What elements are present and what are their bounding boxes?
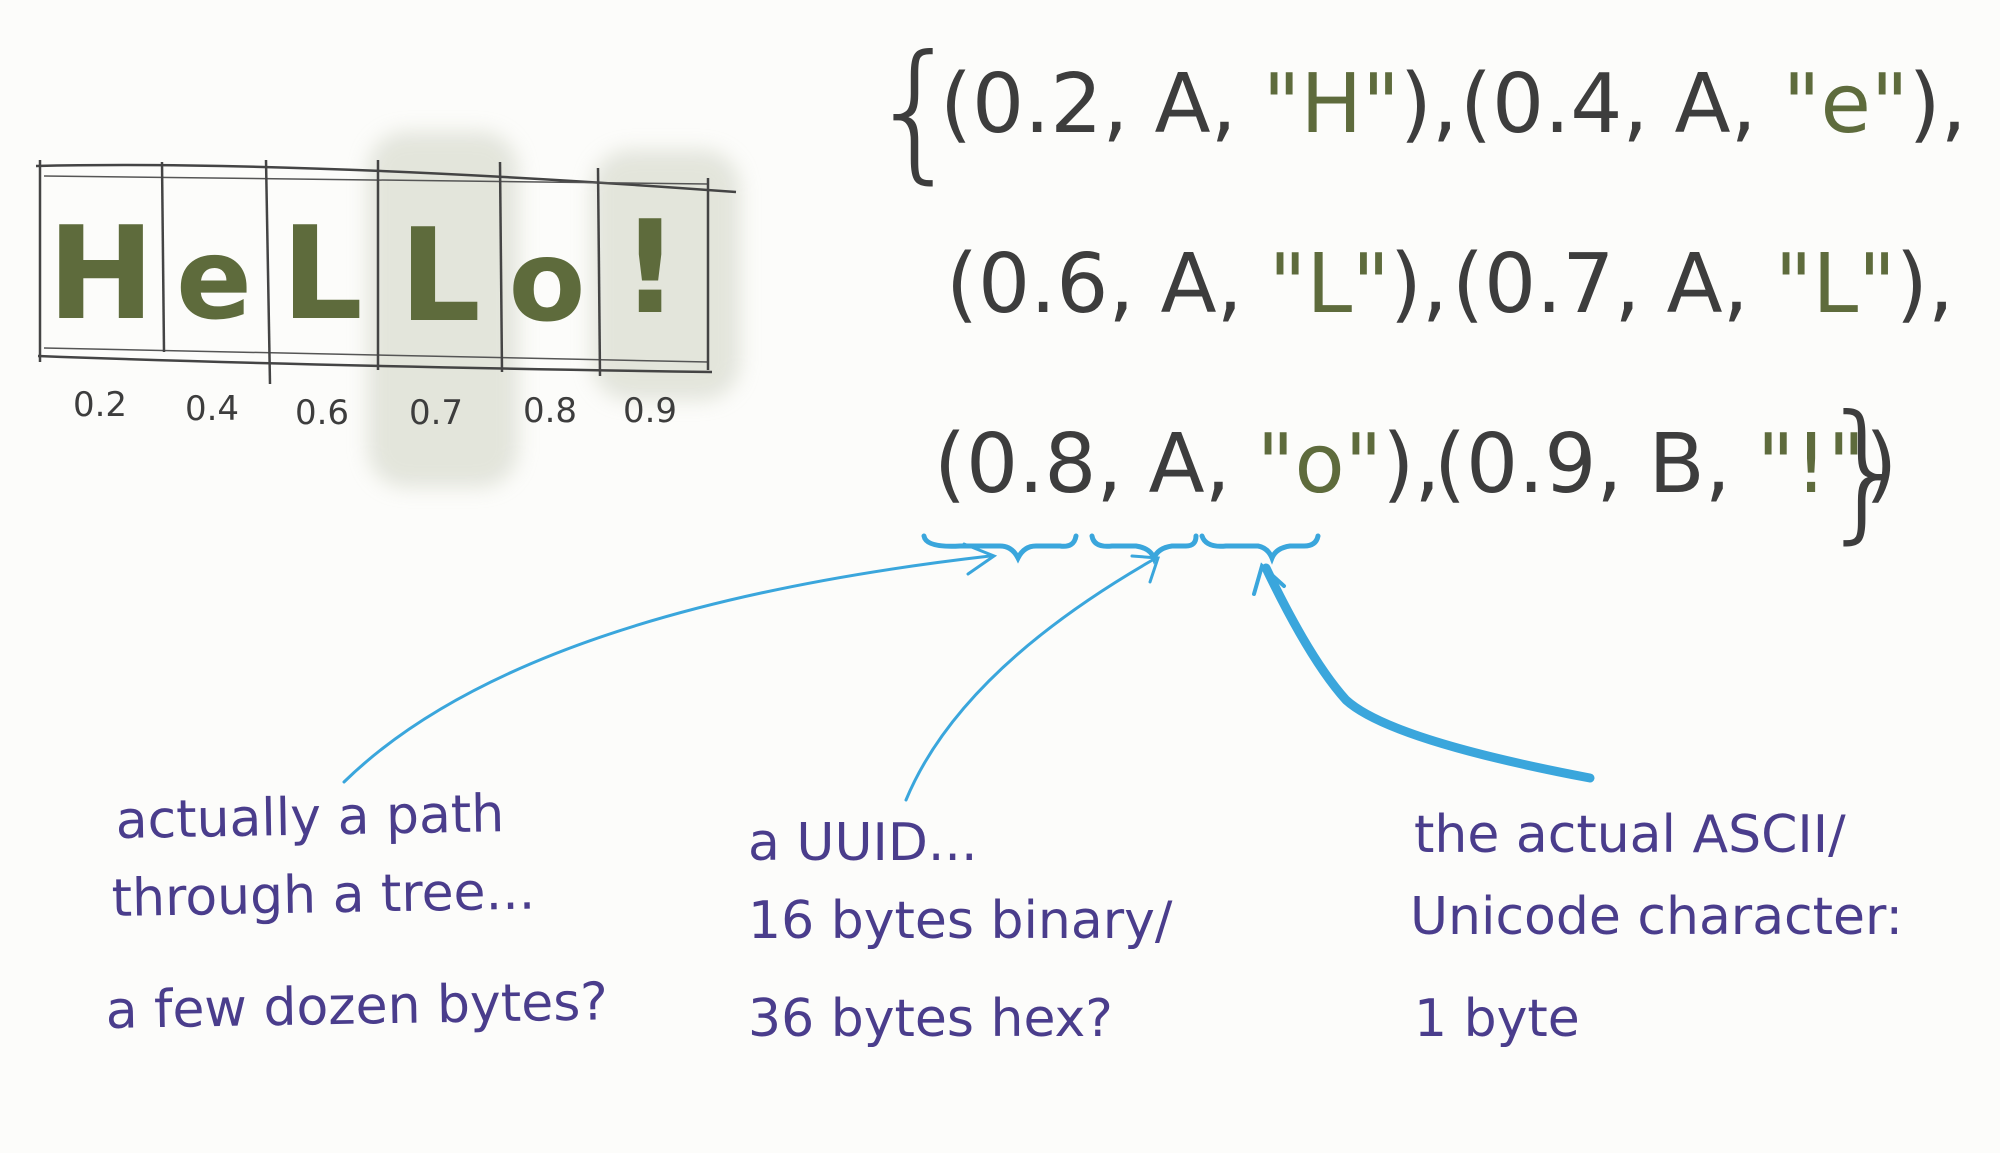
annotation-char-line: 1 byte	[1414, 989, 1580, 1049]
annotation-path-line: actually a path	[115, 784, 504, 851]
highlight-l-cell	[368, 132, 518, 487]
strip-inner-top	[43, 175, 709, 185]
strip-top-edge	[35, 163, 737, 194]
tuple-1-0: (0.6, A, "L"),	[946, 237, 1448, 332]
annotation-uuid-line: a UUID...	[748, 813, 977, 873]
annotation-path-line: through a tree...	[111, 862, 535, 929]
tuple-0-0: (0.2, A, "H"),	[940, 57, 1458, 152]
close-brace: }	[1818, 384, 1913, 558]
strip-inner-bottom	[43, 347, 709, 363]
arrow-to-position	[342, 554, 992, 784]
underbrace-site-id	[1089, 533, 1199, 565]
underbrace-character	[1199, 533, 1321, 565]
arrowhead	[1252, 562, 1286, 596]
position-label: 0.7	[409, 393, 463, 433]
cell-divider	[498, 161, 504, 373]
arrowhead	[962, 542, 998, 576]
cell-divider	[596, 167, 602, 377]
tuple-2-1: (0.9, B, "!")	[1434, 417, 1897, 512]
hello-letter: !	[621, 194, 679, 343]
cell-divider	[264, 159, 272, 385]
hello-strip: H e L L o ! 0.2 0.4 0.6 0.7 0.8 0.9	[35, 159, 737, 433]
position-label: 0.9	[623, 391, 677, 431]
hello-letter: e	[176, 215, 252, 345]
annotation-uuid-line: 16 bytes binary/	[748, 891, 1173, 951]
annotation-char-line: the actual ASCII/	[1414, 805, 1846, 865]
position-label: 0.4	[185, 389, 239, 429]
hello-letter: o	[509, 217, 586, 347]
hello-letter: L	[399, 202, 481, 351]
arrow-to-character	[1261, 563, 1595, 783]
tuple-set: { } (0.2, A, "H"), (0.4, A, "e"), (0.6, …	[868, 24, 1967, 558]
annotation-uuid-line: 36 bytes hex?	[748, 989, 1113, 1049]
hello-letter: H	[47, 200, 154, 349]
arrow-to-site-id	[904, 556, 1158, 802]
hello-letter: L	[281, 200, 363, 349]
annotation-arrows	[342, 533, 1595, 802]
position-label: 0.8	[523, 391, 577, 431]
cell-divider	[160, 161, 166, 353]
underbrace-position	[921, 533, 1079, 564]
tuple-2-0: (0.8, A, "o"),	[934, 417, 1440, 512]
arrowhead	[1130, 554, 1161, 584]
tuple-1-1: (0.7, A, "L"),	[1452, 237, 1954, 332]
annotation-char-line: Unicode character:	[1410, 887, 1903, 947]
strip-bottom-edge	[37, 354, 713, 374]
annotation-path-line: a few dozen bytes?	[105, 972, 608, 1041]
position-label: 0.2	[73, 385, 127, 425]
open-brace: {	[868, 24, 963, 198]
annotations: actually a path through a tree... a few …	[105, 784, 1903, 1049]
position-label: 0.6	[295, 393, 349, 433]
tuple-0-1: (0.4, A, "e"),	[1460, 57, 1967, 152]
